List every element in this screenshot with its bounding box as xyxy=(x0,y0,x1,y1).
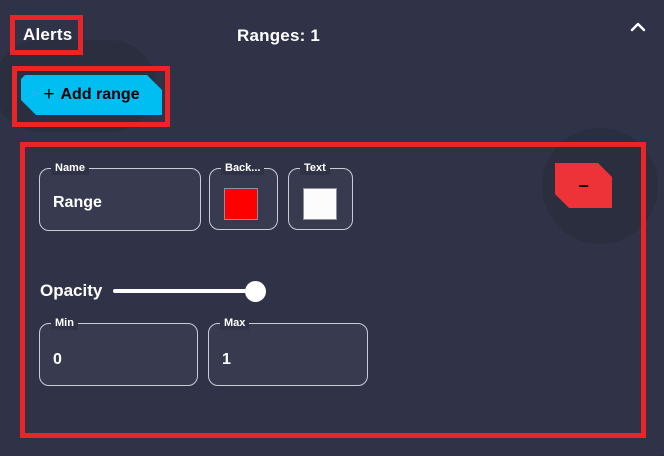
text-color-field: Text xyxy=(288,161,353,230)
background-color-label: Back... xyxy=(221,161,265,175)
add-range-button[interactable]: + Add range xyxy=(21,75,162,115)
min-input[interactable]: Min 0 xyxy=(39,316,198,386)
name-input[interactable]: Name Range xyxy=(39,161,201,231)
ranges-count: Ranges: 1 xyxy=(237,26,321,45)
min-input-value: 0 xyxy=(53,351,62,368)
max-input-value: 1 xyxy=(222,351,231,368)
chevron-up-icon xyxy=(630,22,646,32)
min-input-label: Min xyxy=(51,316,78,330)
text-color-swatch[interactable] xyxy=(303,188,337,220)
max-input-label: Max xyxy=(220,316,250,330)
name-input-value: Range xyxy=(53,194,102,211)
name-input-label: Name xyxy=(51,161,89,175)
collapse-panel-button[interactable] xyxy=(624,14,652,40)
remove-range-button[interactable]: − xyxy=(555,163,612,208)
opacity-slider-track[interactable] xyxy=(113,289,265,293)
bottom-corner-shadow xyxy=(591,429,664,456)
background-color-field: Back... xyxy=(209,161,278,230)
minus-icon: − xyxy=(578,175,589,196)
panel-title: Alerts xyxy=(23,25,73,44)
plus-icon: + xyxy=(43,83,55,105)
max-input[interactable]: Max 1 xyxy=(208,316,368,386)
opacity-slider-thumb[interactable] xyxy=(245,281,266,302)
add-range-label: Add range xyxy=(60,86,140,103)
text-color-label: Text xyxy=(300,161,330,175)
opacity-label: Opacity xyxy=(40,281,103,300)
background-color-swatch[interactable] xyxy=(224,188,258,220)
